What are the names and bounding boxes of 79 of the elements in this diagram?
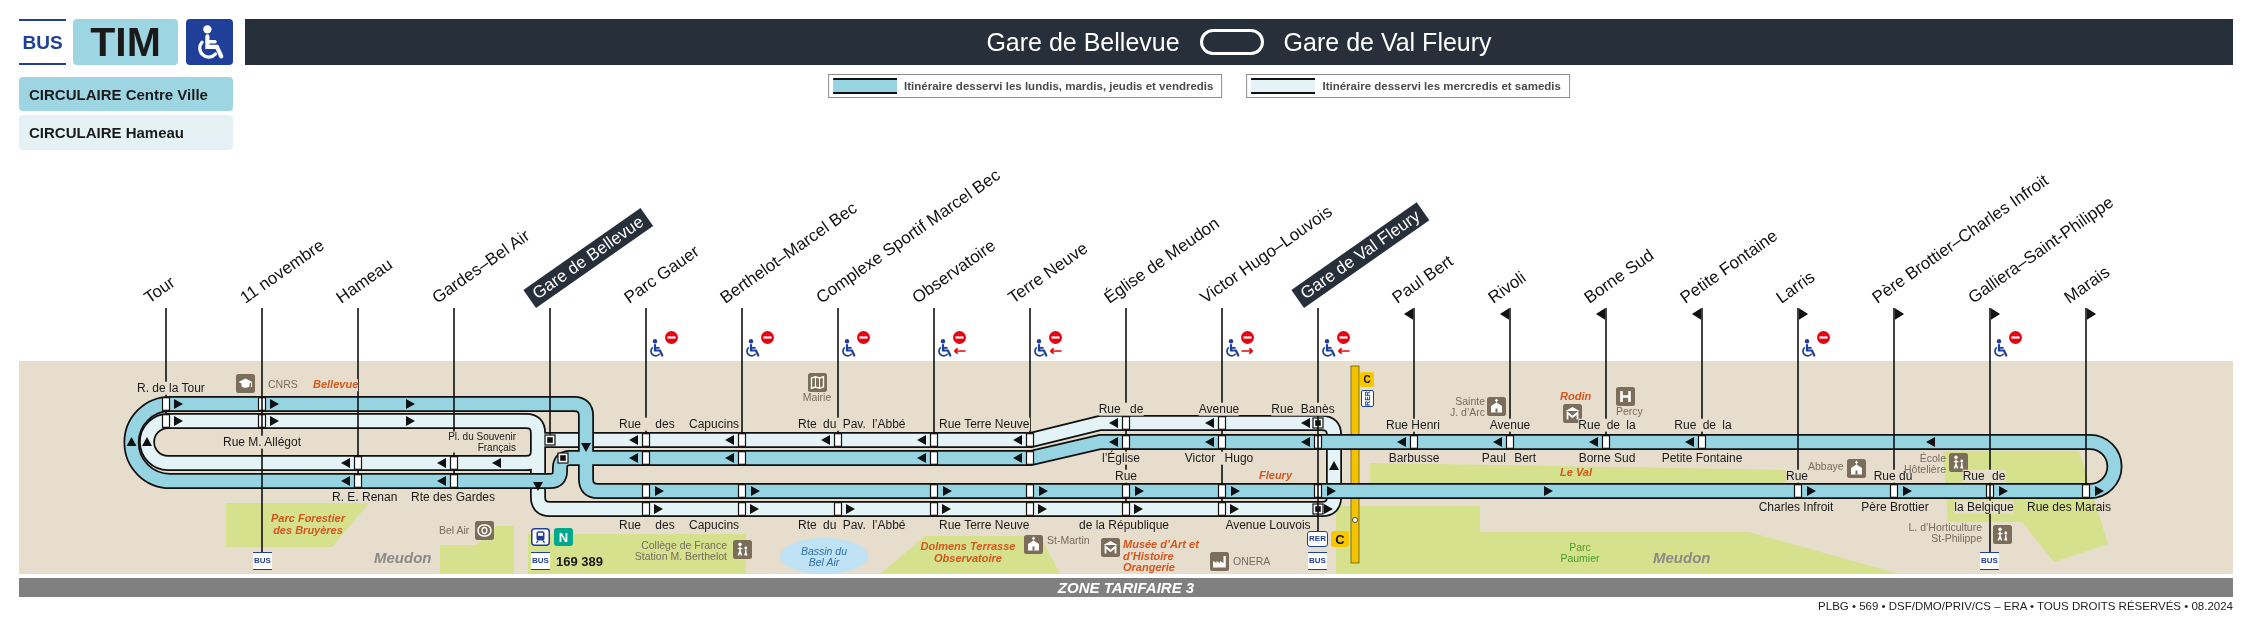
landmark-label: ONERA: [1233, 556, 1271, 568]
landmark-label: Rodin: [1560, 391, 1592, 403]
line-name-tile: TIM: [73, 19, 178, 65]
town-name: Meudon: [374, 550, 432, 566]
landmark-label: Dolmens Terrasse Observatoire: [919, 541, 1017, 565]
street-name: Avenue: [1489, 418, 1531, 432]
landmark-label: Sainte J. d’Arc: [1449, 396, 1485, 418]
street-name: Rue de la: [1578, 418, 1636, 432]
title-bar: [245, 19, 2233, 65]
station-title: Gare de Val Fleury: [1283, 27, 1492, 57]
stop-line: [741, 307, 743, 435]
street-name: Rue des Marais: [2027, 500, 2111, 514]
stop-line: [837, 307, 839, 435]
landmark-label: Abbaye: [1808, 461, 1844, 473]
town-name: Meudon: [1653, 550, 1711, 566]
street-name: Rue: [1786, 469, 1808, 483]
stop-name: Tour: [140, 272, 180, 308]
bus-sign: BUS: [1980, 552, 1999, 570]
street-name: la Belgique: [1954, 500, 2014, 514]
landmark-label: Collège de France Station M. Berthelot: [633, 540, 727, 562]
street-name: l’Église: [1102, 451, 1140, 465]
bus-sign: BUS: [531, 552, 550, 570]
park-name: Parc Paumier: [1559, 542, 1601, 564]
district-name: Fleury: [1259, 470, 1292, 482]
bus-line-numbers: 169 389: [556, 555, 603, 569]
street-name: Victor Hugo: [1184, 451, 1254, 465]
street-name: Rue Terre Neuve: [939, 518, 1030, 532]
park-name: Parc Forestier des Bruyères: [270, 513, 347, 537]
bus-sign: BUS: [253, 552, 272, 570]
street-name: Rte du Pav. l’Abbé: [798, 417, 906, 431]
street-name: Rue M. Allégot: [223, 435, 302, 449]
street-name: de la République: [1078, 518, 1170, 532]
street-name: Rue: [1115, 469, 1137, 483]
water-name: Bassin du Bel Air: [800, 546, 848, 568]
landmark-label: L. d’Horticulture St-Philippe: [1907, 522, 1982, 544]
stop-line: [645, 307, 647, 435]
street-name: Avenue Louvois: [1225, 518, 1311, 532]
street-name: Avenue: [1198, 402, 1240, 416]
fare-zone-banner: ZONE TARIFAIRE 3: [19, 578, 2233, 597]
street-name: Père Brottier: [1861, 500, 1929, 514]
street-name: Borne Sud: [1578, 451, 1636, 465]
street-name: Rte du Pav. l’Abbé: [798, 518, 906, 532]
street-name: Rue des Capucins: [619, 518, 740, 532]
street-name: Rue de: [1962, 469, 2006, 483]
street-name: Barbusse: [1388, 451, 1440, 465]
bus-sign: BUS: [1308, 552, 1327, 570]
station-title: Gare de Bellevue: [986, 27, 1180, 57]
district-name: Le Val: [1560, 467, 1592, 479]
street-name: Rue de la: [1674, 418, 1732, 432]
rer-line-sign: C: [1360, 372, 1374, 387]
street-name: Petite Fontaine: [1661, 451, 1743, 465]
bus-sign: BUS: [19, 19, 66, 65]
route-variant-tile: CIRCULAIRE Hameau: [19, 115, 233, 150]
night-bus-sign: N: [554, 528, 573, 546]
landmark-label: Bel Air: [439, 525, 470, 537]
legend-text: Itinéraire desservi les mercredis et samedis: [1322, 80, 1561, 92]
reference-note: PLBG • 569 • DSF/DMO/PRIV/CS – ERA • TOUS DROITS RÉSERVÉS • 08.2024: [1818, 599, 2233, 613]
rer-sign: RER: [1307, 531, 1328, 547]
route-variant-tile: CIRCULAIRE Centre Ville: [19, 77, 233, 111]
street-name: Rue Terre Neuve: [939, 417, 1030, 431]
street-name: Rue Henri: [1386, 418, 1440, 432]
street-name: Rue de: [1098, 402, 1144, 416]
street-name: Charles Infroit: [1758, 500, 1834, 514]
landmark-label: Mairie: [802, 392, 832, 404]
street-name: Paul Bert: [1481, 451, 1537, 465]
landmark-label: St-Martin: [1047, 535, 1090, 547]
landmark-label: CNRS: [268, 379, 298, 391]
street-name: Rte des Gardes: [411, 490, 496, 504]
district-name: Bellevue: [313, 379, 359, 391]
rer-line-sign: C: [1331, 531, 1349, 547]
street-name: R. E. Renan: [332, 490, 398, 504]
street-name: R. de la Tour: [137, 381, 205, 395]
landmark-label: Musée d’Art et d’Histoire Orangerie: [1123, 538, 1201, 574]
street-name: Rue des Capucins: [619, 417, 740, 431]
street-name: Rue Banès: [1271, 402, 1335, 416]
legend-text: Itinéraire desservi les lundis, mardis, jeudis et vendredis: [904, 80, 1214, 92]
stop-line: [933, 307, 935, 435]
stop-line: [165, 307, 167, 399]
landmark-label: Percy: [1616, 406, 1643, 418]
